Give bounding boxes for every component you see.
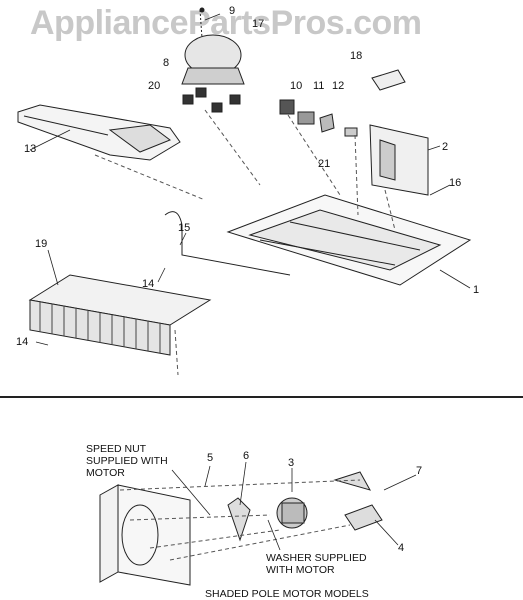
callout-14-upper: 14 bbox=[142, 278, 155, 290]
note-washer-line-2: WITH MOTOR bbox=[266, 564, 335, 576]
note-speed-nut-line-1: SPEED NUT bbox=[86, 443, 147, 455]
compressor-drawing bbox=[181, 7, 245, 85]
callout-2: 2 bbox=[442, 141, 449, 153]
callout-1: 1 bbox=[473, 284, 480, 296]
grommets-drawing bbox=[182, 87, 241, 113]
base-pan-drawing bbox=[226, 194, 472, 286]
note-speed-nut-line-3: MOTOR bbox=[86, 467, 125, 479]
drain-pan-drawing bbox=[17, 104, 181, 161]
callout-5: 5 bbox=[207, 452, 214, 464]
callout-21: 21 bbox=[318, 158, 331, 170]
callout-14-lower: 14 bbox=[16, 336, 29, 348]
section-divider bbox=[0, 396, 523, 398]
callout-3: 3 bbox=[288, 457, 295, 469]
callout-9: 9 bbox=[229, 5, 236, 17]
callout-8: 8 bbox=[163, 57, 170, 69]
callout-17: 17 bbox=[252, 18, 265, 30]
callout-10: 10 bbox=[290, 80, 303, 92]
callout-18: 18 bbox=[350, 50, 363, 62]
fan-shroud-drawing bbox=[369, 69, 429, 196]
relay-drawing bbox=[279, 99, 335, 133]
diagram-caption: SHADED POLE MOTOR MODELS bbox=[205, 588, 369, 600]
capacitor-drawing bbox=[344, 127, 358, 137]
callout-11: 11 bbox=[313, 80, 325, 92]
callout-20: 20 bbox=[148, 80, 161, 92]
callout-16: 16 bbox=[449, 177, 462, 189]
callout-15: 15 bbox=[178, 222, 191, 234]
callout-7: 7 bbox=[416, 465, 423, 477]
callout-12: 12 bbox=[332, 80, 345, 92]
watermark: AppliancePartsPros.com bbox=[30, 4, 422, 42]
callout-4: 4 bbox=[398, 542, 405, 554]
condenser-coil-drawing bbox=[28, 274, 212, 356]
callout-6: 6 bbox=[243, 450, 250, 462]
callout-13: 13 bbox=[24, 143, 37, 155]
note-speed-nut-line-2: SUPPLIED WITH bbox=[86, 455, 168, 467]
note-washer-line-1: WASHER SUPPLIED bbox=[266, 552, 367, 564]
callout-19: 19 bbox=[35, 238, 48, 250]
tubing-drawing bbox=[164, 211, 291, 276]
